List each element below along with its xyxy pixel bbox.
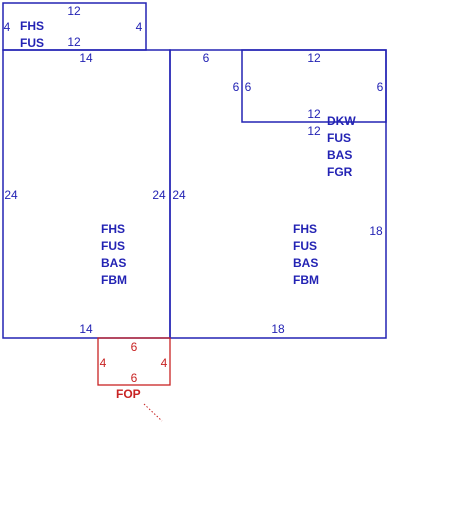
area-dkw-stack: 12 DKW FUS BAS FGR xyxy=(307,114,356,179)
dim-right-main-right: 18 xyxy=(369,224,383,238)
code-left-main-2: FUS xyxy=(101,239,125,253)
code-porch-1: FOP xyxy=(116,387,141,401)
area-upper-right-outline xyxy=(241,49,387,123)
dim-right-main-top: 6 xyxy=(203,51,210,65)
dim-porch-left: 4 xyxy=(100,356,107,370)
code-right-main-3: BAS xyxy=(293,256,318,270)
dim-left-main-right: 24 xyxy=(152,188,166,202)
dim-dkw-top: 12 xyxy=(307,124,321,138)
code-left-main-3: BAS xyxy=(101,256,126,270)
code-left-main-4: FBM xyxy=(101,273,127,287)
dim-left-main-bottom: 14 xyxy=(79,322,93,336)
area-top-small: 12 12 4 4 FHS FUS xyxy=(2,2,147,51)
dim-upper-right-left: 6 xyxy=(245,80,252,94)
porch-leader-line xyxy=(143,403,163,422)
code-dkw-3: BAS xyxy=(327,148,352,162)
dim-upper-right-top: 12 xyxy=(307,51,321,65)
dim-upper-right-bottom: 12 xyxy=(307,107,321,121)
area-right-main: 6 6 18 24 18 FHS FUS BAS FBM xyxy=(169,49,387,339)
code-right-main-2: FUS xyxy=(293,239,317,253)
dim-left-main-top: 14 xyxy=(79,51,93,65)
dim-top-small-top: 12 xyxy=(67,4,81,18)
dim-porch-top: 6 xyxy=(131,340,138,354)
dim-right-main-inner: 6 xyxy=(233,80,240,94)
dim-porch-bottom: 6 xyxy=(131,371,138,385)
area-upper-right: 12 12 6 6 xyxy=(241,49,387,123)
dim-right-main-bottom: 18 xyxy=(271,322,285,336)
code-top-small-1: FHS xyxy=(20,19,44,33)
code-dkw-1: DKW xyxy=(327,114,356,128)
area-left-main: 14 14 24 24 FHS FUS BAS FBM xyxy=(2,49,171,339)
area-left-main-outline xyxy=(2,49,171,339)
code-right-main-1: FHS xyxy=(293,222,317,236)
area-porch-outline xyxy=(97,337,171,386)
code-dkw-2: FUS xyxy=(327,131,351,145)
area-right-main-outline xyxy=(169,49,387,339)
dim-upper-right-right: 6 xyxy=(377,80,384,94)
dim-top-small-bottom: 12 xyxy=(67,35,81,49)
dim-top-small-left: 4 xyxy=(4,20,11,34)
dim-top-small-right: 4 xyxy=(136,20,143,34)
area-porch: 6 6 4 4 FOP xyxy=(97,337,171,422)
code-top-small-2: FUS xyxy=(20,36,44,50)
code-left-main-1: FHS xyxy=(101,222,125,236)
code-right-main-4: FBM xyxy=(293,273,319,287)
dim-porch-right: 4 xyxy=(161,356,168,370)
code-dkw-4: FGR xyxy=(327,165,353,179)
dim-right-main-left: 24 xyxy=(172,188,186,202)
dim-left-main-left: 24 xyxy=(4,188,18,202)
